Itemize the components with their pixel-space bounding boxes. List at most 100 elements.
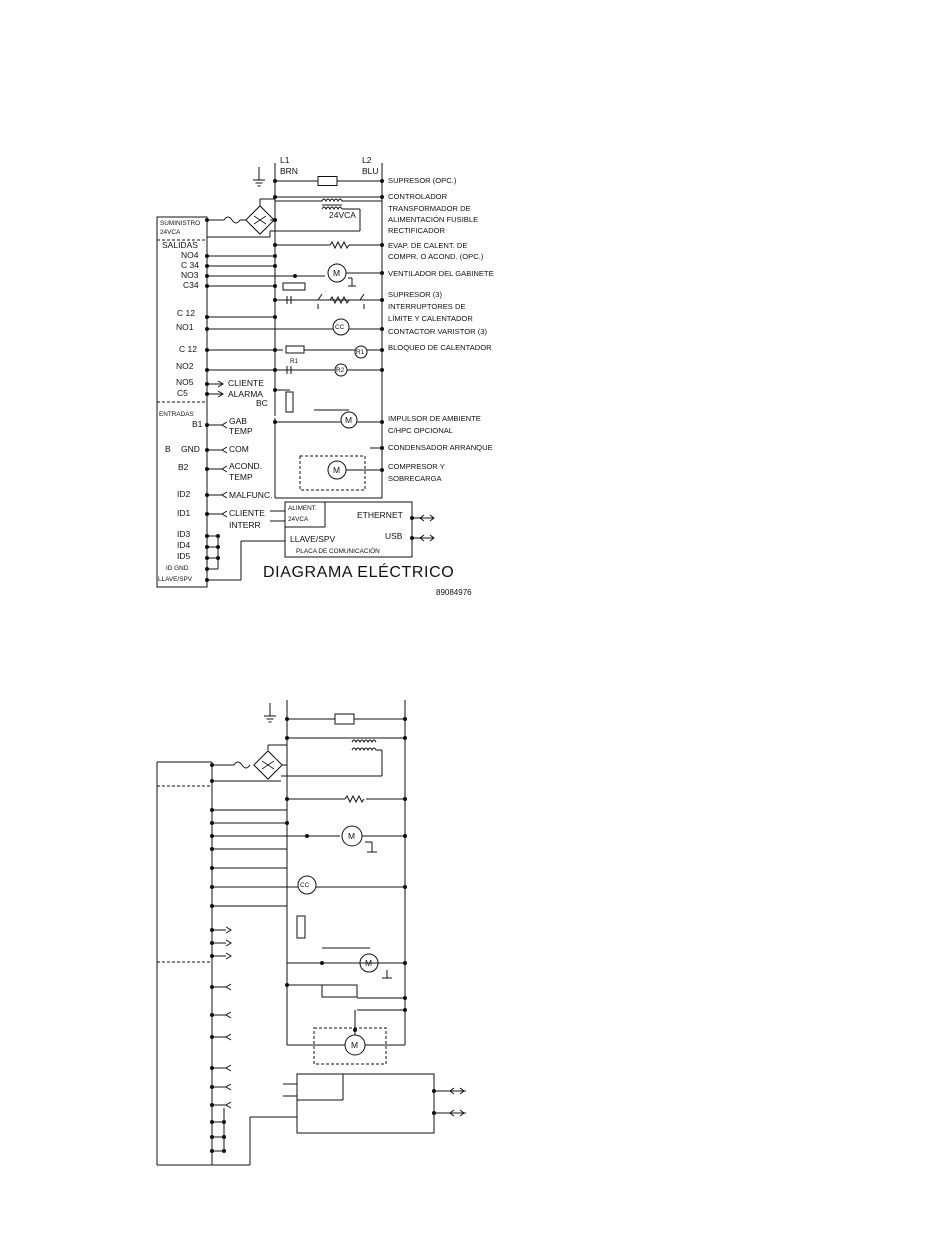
comm-ethernet: ETHERNET (357, 510, 403, 520)
supresor-resistor-2 (334, 713, 355, 725)
b2-arrow (221, 465, 228, 473)
compressor-contact-block (321, 984, 358, 998)
id2-label: ID2 (177, 489, 191, 499)
r-contactor: CONTACTOR VARISTOR (3) (388, 327, 487, 336)
gab-temp-1: GAB (229, 416, 247, 426)
acond-temp-1: ACOND. (229, 461, 262, 471)
motor-label-4: M (348, 831, 355, 841)
usb-arrow (419, 534, 435, 542)
r1-label: R1 (290, 358, 299, 365)
b1-arrow (221, 421, 228, 429)
b-label: B (165, 444, 171, 454)
r-compresor-2: SOBRECARGA (388, 474, 443, 483)
id3-label: ID3 (177, 529, 191, 539)
b1-label: B1 (192, 419, 203, 429)
r1-label-coil: R1 (356, 349, 365, 356)
cc-label-1: CC (335, 324, 345, 331)
transformer-coil-2 (351, 739, 377, 744)
transformer-voltage: 24VCA (329, 210, 356, 220)
r-interruptores-2: LÍMITE Y CALENTADOR (388, 314, 473, 323)
supresor-resistor (317, 176, 338, 186)
ground-symbol (253, 167, 265, 187)
motor-label-2: M (345, 415, 352, 425)
heater-lock-relay (285, 345, 305, 354)
l2-color: BLU (362, 166, 379, 176)
no5-arrow (217, 380, 224, 388)
com-label: COM (229, 444, 249, 454)
no2-label: NO2 (176, 361, 194, 371)
motor-label-6: M (351, 1040, 358, 1050)
diagram-title: DIAGRAMA ELÉCTRICO (263, 562, 454, 581)
no1-label: NO1 (176, 322, 194, 332)
l1-label: L1 (280, 155, 290, 165)
id4-label: ID4 (177, 540, 191, 550)
r-evap-2: COMPR. O ACOND. (OPC.) (388, 252, 484, 261)
no5-label: NO5 (176, 377, 194, 387)
gnd-label: GND (181, 444, 200, 454)
cliente-alarma-2: ALARMA (228, 389, 263, 399)
r-rectificador: RECTIFICADOR (388, 226, 445, 235)
cliente-alarma-1: CLIENTE (228, 378, 264, 388)
malfunc-label: MALFUNC. (229, 490, 272, 500)
r-transformador-1: TRANSFORMADOR DE (388, 204, 471, 213)
compressor-overload-box (299, 455, 366, 491)
contactor-coil-2 (297, 875, 317, 895)
b2-label: B2 (178, 462, 189, 472)
r-supresor-opc: SUPRESOR (OPC.) (388, 176, 457, 185)
r-interruptores-1: INTERRUPTORES DE (388, 302, 466, 311)
comm-board-2 (296, 1073, 435, 1134)
gnd-arrow (221, 446, 228, 454)
cliente-interr-2: INTERR (229, 520, 261, 530)
blower-capacitor-resistor (285, 391, 294, 413)
r-supresor-3: SUPRESOR (3) (388, 290, 442, 299)
c5-label: C5 (177, 388, 188, 398)
entradas-label: ENTRADAS (159, 411, 194, 418)
evap-heater-resistor (329, 240, 350, 250)
r2-label: R2 (336, 367, 345, 374)
salidas-label: SALIDAS (162, 240, 198, 250)
junction-dots-bottom (210, 717, 436, 1153)
suministro-voltage: 24VCA (160, 229, 181, 236)
c34b-label: C34 (183, 280, 199, 290)
acond-temp-2: TEMP (229, 472, 253, 482)
comm-placa: PLACA DE COMUNICACIÓN (296, 546, 380, 555)
compressor-overload-box-2 (313, 1027, 387, 1065)
supresor-3-block (282, 282, 306, 291)
comm-aliment: ALIMENT. (288, 505, 317, 512)
junction-dots-top (205, 179, 414, 582)
labeled-wiring-diagram: L1 BRN L2 BLU 24VCA SUMINI (156, 155, 494, 597)
relay-r2 (334, 363, 348, 377)
c5-arrow (217, 390, 224, 398)
motor-label-3: M (333, 465, 340, 475)
r-evap-1: EVAP. DE CALENT. DE (388, 241, 467, 250)
comm-llave: LLAVE/SPV (290, 534, 336, 544)
fuse-symbol (223, 216, 241, 224)
cliente-interr-1: CLIENTE (229, 508, 265, 518)
r-bloqueo: BLOQUEO DE CALENTADOR (388, 343, 492, 352)
cc-label-2: CC (300, 882, 310, 889)
r-compresor-1: COMPRESOR Y (388, 462, 445, 471)
ground-symbol-bottom (264, 703, 276, 723)
contactor-coil (332, 318, 350, 336)
r-condensador: CONDENSADOR ARRANQUE (388, 443, 493, 452)
no4-label: NO4 (181, 250, 199, 260)
limit-heater-resistor (329, 295, 350, 305)
id1-label: ID1 (177, 508, 191, 518)
comm-usb: USB (385, 531, 403, 541)
bc-label: BC (256, 398, 268, 408)
part-number: 89084976 (436, 588, 472, 597)
r-impulsor-1: IMPULSOR DE AMBIENTE (388, 414, 481, 423)
comm-board (284, 501, 413, 558)
r-impulsor-2: C/HPC OPCIONAL (388, 426, 453, 435)
id2-arrow (221, 491, 228, 499)
ambient-blower-motor (340, 411, 358, 429)
motor-label-1: M (333, 268, 340, 278)
unlabeled-wiring-diagram: M CC M (156, 700, 466, 1166)
transformer-coil (321, 198, 343, 203)
c12a-label: C 12 (177, 308, 195, 318)
no3-label: NO3 (181, 270, 199, 280)
l1-color: BRN (280, 166, 298, 176)
suministro-label: SUMINISTRO (160, 220, 200, 227)
relay-r1 (354, 345, 368, 359)
